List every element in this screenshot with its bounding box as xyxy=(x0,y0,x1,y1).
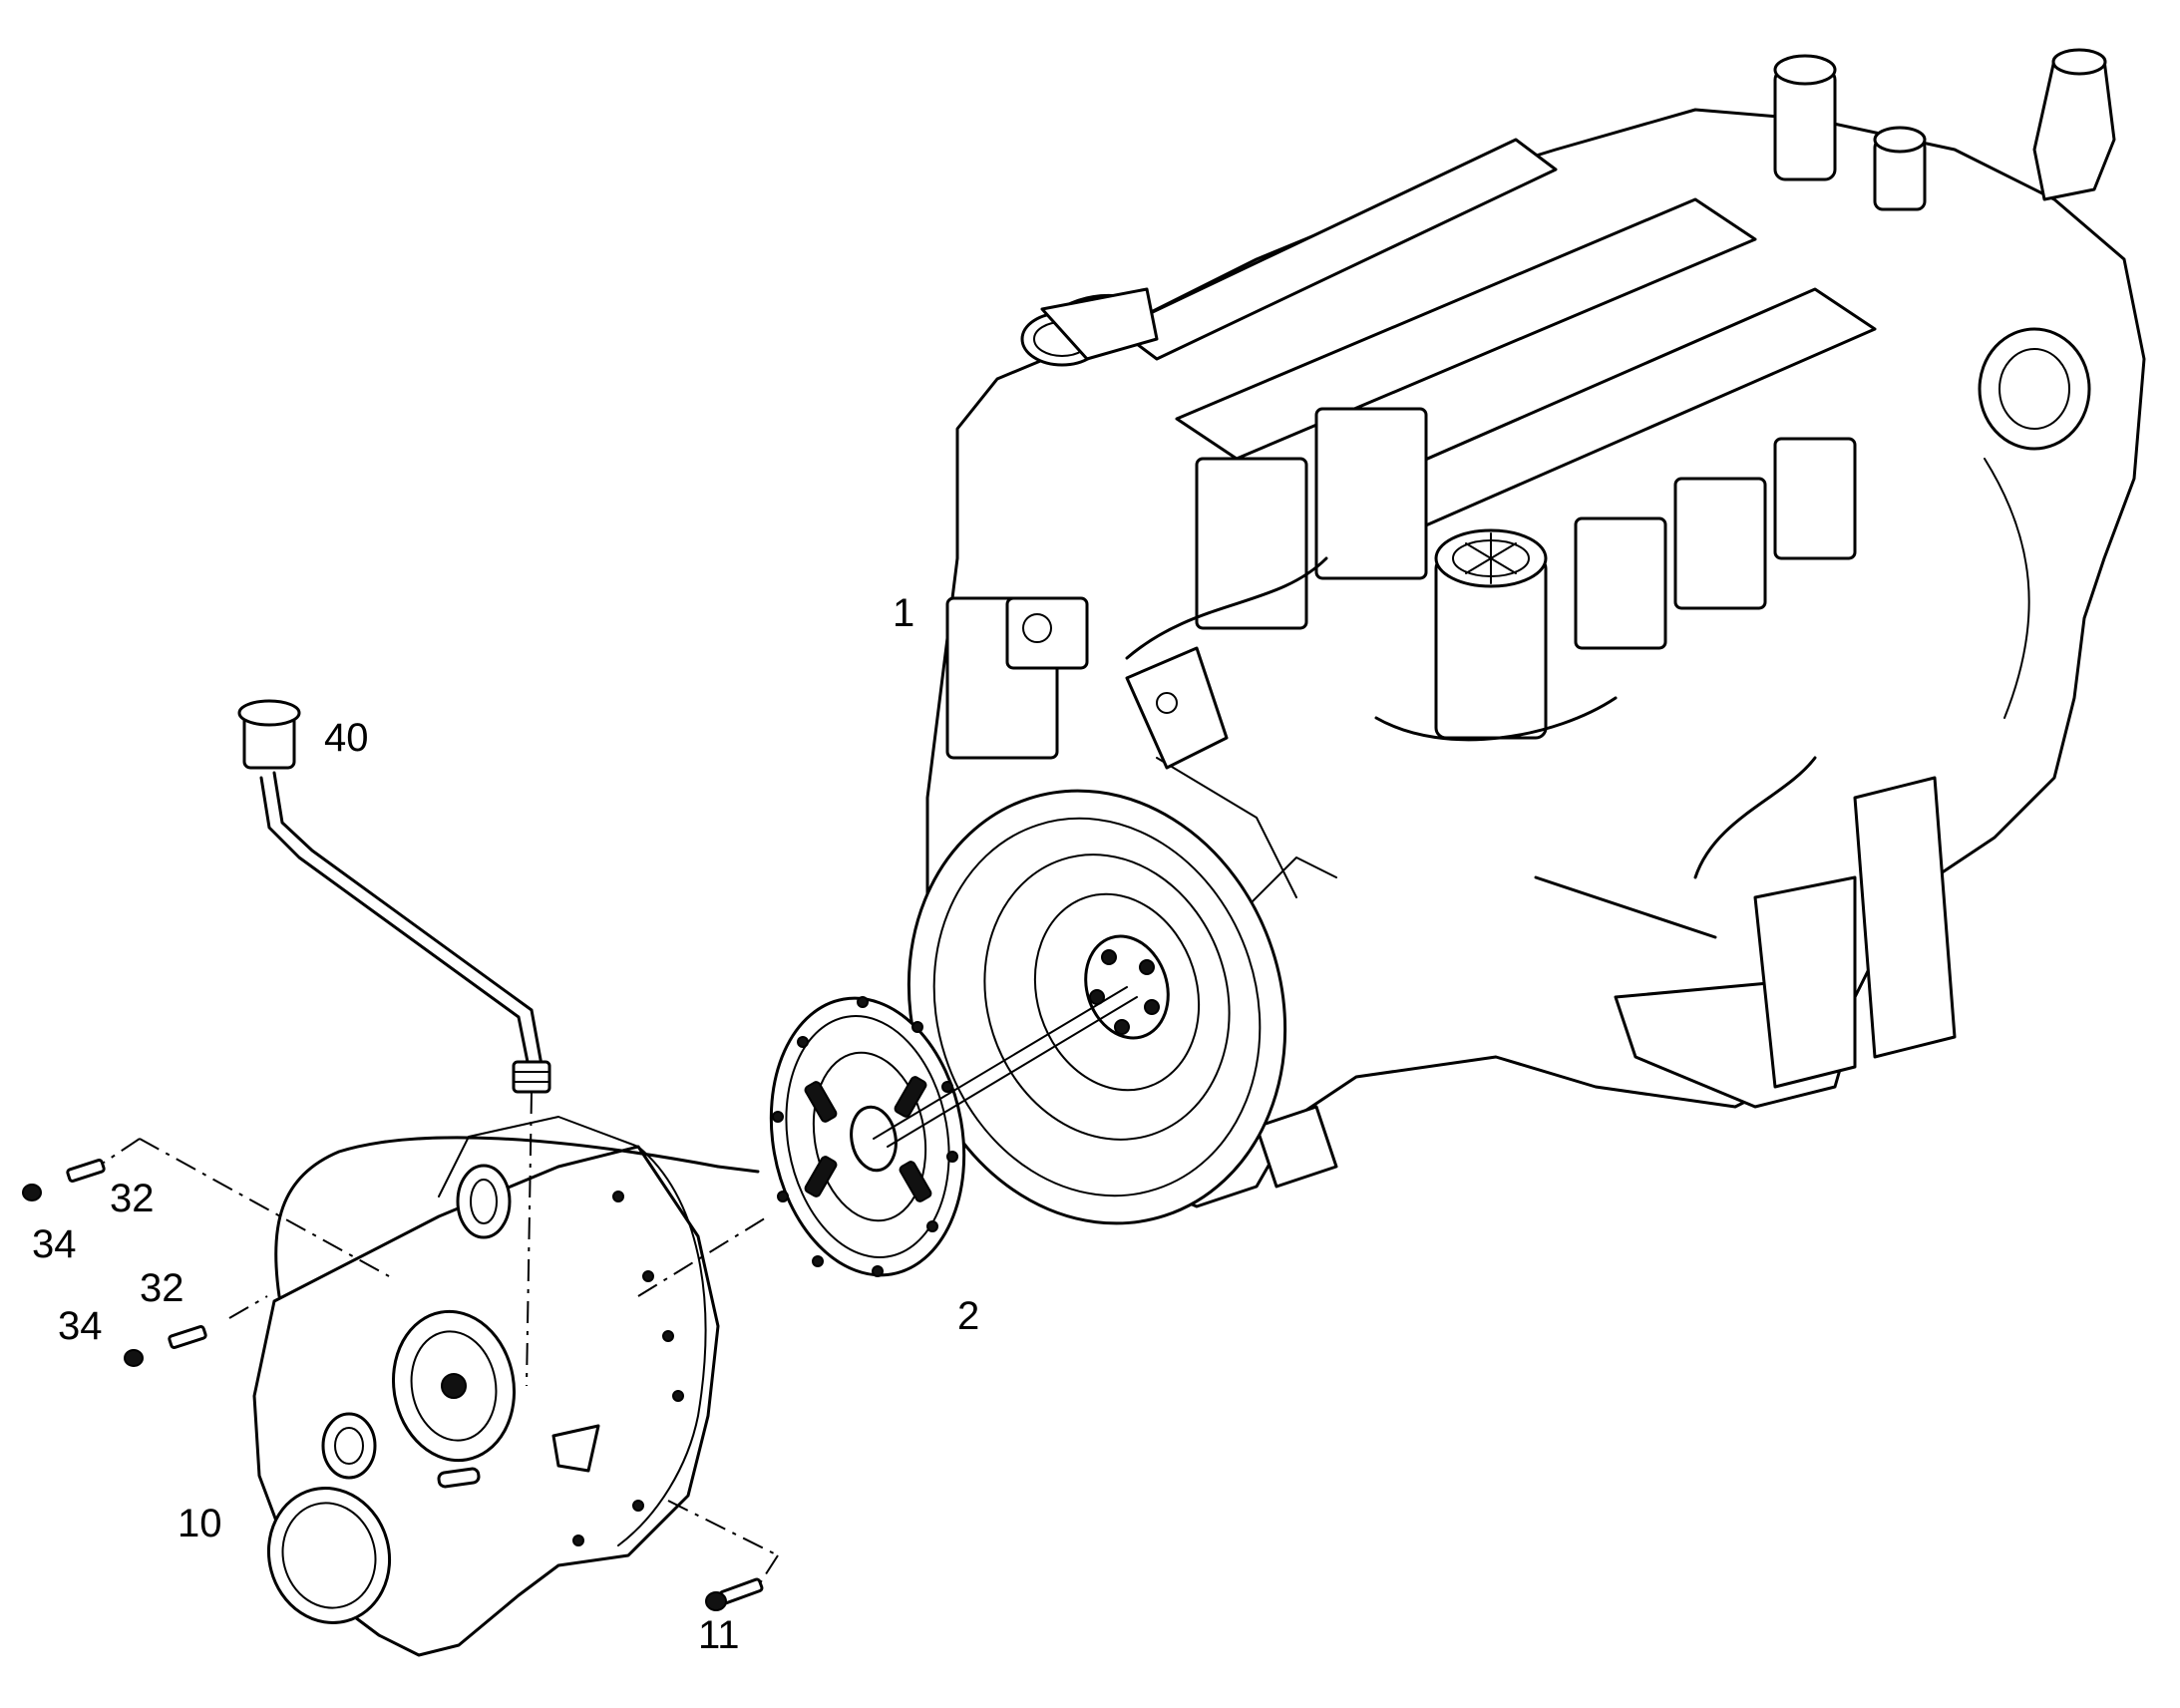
clutch-disc xyxy=(769,996,966,1277)
cylinder-heads xyxy=(1195,407,1857,650)
stud-upper xyxy=(66,1159,106,1183)
callout-housing: 10 xyxy=(178,1502,222,1545)
nut-lower xyxy=(124,1349,144,1367)
flywheel-housing xyxy=(252,1116,760,1657)
callout-nut-upper: 34 xyxy=(32,1222,77,1266)
callout-engine: 1 xyxy=(893,591,915,635)
callout-bolt: 11 xyxy=(698,1613,740,1657)
bolt xyxy=(705,1577,764,1611)
callout-nut-lower: 34 xyxy=(58,1304,103,1348)
assembly-centerlines xyxy=(103,1091,779,1584)
clutch-axis-line xyxy=(873,986,1128,1140)
callout-dipstick-tube: 40 xyxy=(324,716,369,760)
dipstick-tube xyxy=(237,699,551,1094)
nut-upper xyxy=(22,1184,42,1201)
stud-lower xyxy=(168,1325,207,1349)
callout-stud-lower: 32 xyxy=(140,1266,184,1310)
callout-stud-upper: 32 xyxy=(110,1177,155,1220)
callout-clutch-disc: 2 xyxy=(957,1294,980,1338)
